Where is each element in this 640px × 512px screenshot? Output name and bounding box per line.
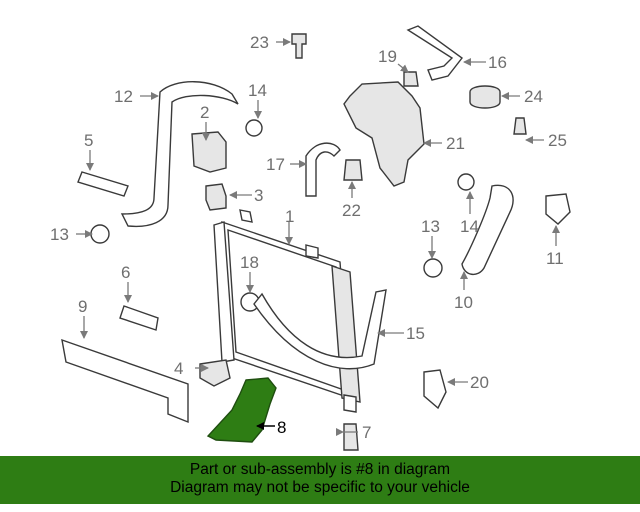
clamp-upper-right (457, 173, 475, 191)
banner-line-2: Diagram may not be specific to your vehi… (170, 479, 470, 496)
clamp-top (245, 119, 263, 137)
overflow-hose (406, 25, 463, 81)
callout-2: 2 (200, 103, 209, 122)
callout-13a: 13 (50, 225, 69, 244)
sleeve (119, 305, 159, 331)
mount-bushing (191, 131, 227, 173)
callout-16: 16 (488, 53, 507, 72)
parts-diagram: 1 2 3 4 5 6 7 8 9 10 11 12 13 13 14 14 1… (50, 25, 571, 451)
callout-21: 21 (446, 134, 465, 153)
clip-right (545, 193, 571, 225)
radiator-cap (469, 85, 501, 109)
callout-1: 1 (285, 207, 294, 226)
leader-lines (76, 38, 560, 436)
sensor (513, 117, 527, 135)
banner-line-1: Part or sub-assembly is #8 in diagram (189, 461, 451, 478)
clamp-left (90, 224, 110, 244)
callout-6: 6 (121, 263, 130, 282)
callout-8: 8 (277, 418, 286, 437)
callout-3: 3 (254, 186, 263, 205)
part-8-bracket (206, 377, 277, 443)
seal (199, 359, 231, 387)
grommet (343, 159, 363, 181)
callout-23: 23 (250, 33, 269, 52)
callout-24: 24 (524, 87, 543, 106)
callout-25: 25 (548, 131, 567, 150)
radiator (213, 209, 361, 413)
callout-17: 17 (266, 155, 285, 174)
callout-10: 10 (454, 293, 473, 312)
tube (77, 171, 129, 197)
callout-15: 15 (406, 324, 425, 343)
callout-4: 4 (174, 359, 183, 378)
air-duct (61, 338, 189, 424)
callout-14b: 14 (460, 217, 479, 236)
spacer (205, 183, 227, 211)
callout-12: 12 (114, 87, 133, 106)
callout-13b: 13 (421, 217, 440, 236)
lower-hose-right (461, 184, 514, 275)
clamp-right (423, 258, 443, 278)
callout-11: 11 (546, 249, 564, 268)
lower-hose (253, 289, 387, 370)
clip-lower (423, 369, 447, 410)
drain-plug (343, 423, 359, 451)
small-hose (305, 142, 341, 197)
callout-22: 22 (342, 201, 361, 220)
callout-14a: 14 (248, 81, 267, 100)
callout-9: 9 (78, 297, 87, 316)
cap-small (403, 71, 419, 87)
callout-19: 19 (378, 47, 397, 66)
callout-5: 5 (84, 131, 93, 150)
bolt (291, 33, 307, 59)
callout-18: 18 (240, 253, 259, 272)
info-banner: Part or sub-assembly is #8 in diagram Di… (0, 456, 640, 504)
expansion-tank (343, 81, 425, 187)
upper-hose (120, 81, 239, 228)
callout-20: 20 (470, 373, 489, 392)
callout-7: 7 (362, 423, 371, 442)
